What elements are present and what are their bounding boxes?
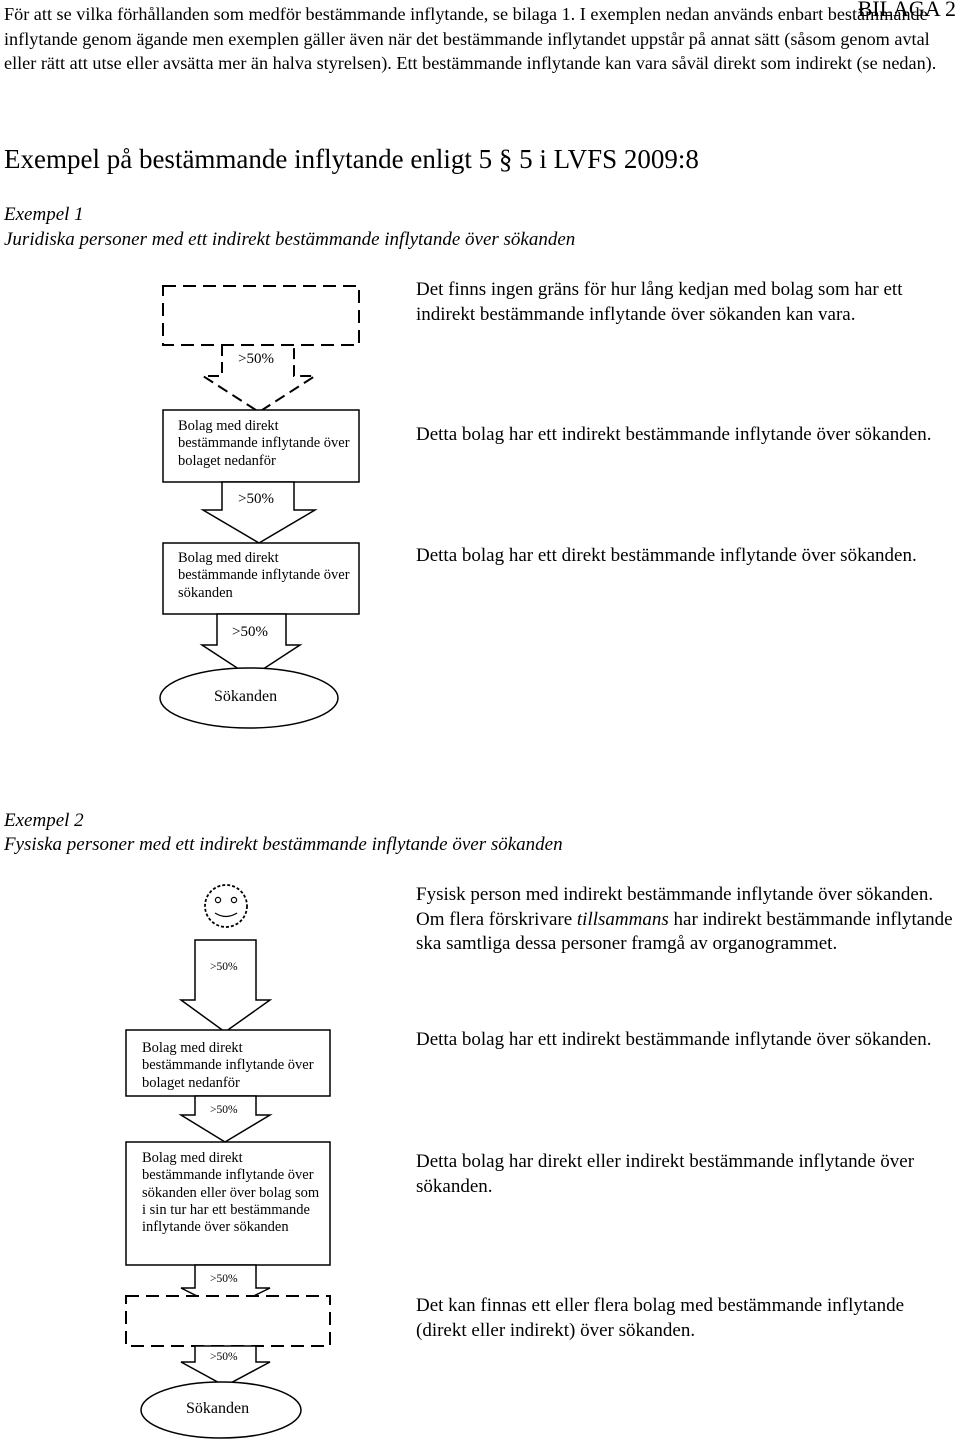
- ex2-box1-text: Bolag med direkt bestämmande inflytande …: [142, 1040, 314, 1091]
- arrow-3-ex2: [180, 1345, 271, 1387]
- person-smiley-icon: [204, 884, 248, 928]
- company-box-indirect-ex2: [125, 1029, 331, 1097]
- example-2-label: Exempel 2: [4, 810, 84, 831]
- appendix-label: BILAGA 2: [857, 0, 956, 21]
- ex2-person-desc-part2: har indirekt bestämmande inflytande ska …: [416, 908, 953, 955]
- dashed-arrow-ex1: [199, 345, 319, 414]
- ex1-pct-label: >50%: [232, 624, 268, 640]
- company-box-indirect-ex1: [162, 409, 360, 483]
- applicant-oval-ex2: [140, 1381, 302, 1439]
- example-1-label: Exempel 1: [4, 204, 84, 225]
- arrow-person-ex2: [178, 939, 273, 1033]
- example-1-chain-note: Det finns ingen gräns för hur lång kedja…: [416, 279, 903, 325]
- dashed-box-ex1: [162, 285, 360, 346]
- arrow-1-ex2: [178, 1095, 273, 1143]
- arrow-1-ex1: [200, 481, 318, 544]
- example-1-subtitle: Juridiska personer med ett indirekt best…: [4, 229, 576, 250]
- intro-paragraph: För att se vilka förhållanden som medför…: [4, 4, 937, 73]
- ex2-box2-text: Bolag med direkt bestämmande inflytande …: [142, 1150, 320, 1236]
- ex2-box1-desc: Detta bolag har ett indirekt bestämmande…: [416, 1029, 932, 1050]
- ex2-pct-label: >50%: [210, 1351, 238, 1363]
- ex2-person-desc-emphasis: tillsammans: [576, 908, 669, 930]
- arrow-2-ex1: [199, 613, 303, 678]
- example-2-subtitle: Fysiska personer med ett indirekt bestäm…: [4, 834, 563, 855]
- ex2-person-desc-part1: Fysisk person med indirekt bestämmande i…: [416, 884, 934, 930]
- ex2-pct-label: >50%: [210, 961, 238, 973]
- dashed-box-ex2: [125, 1295, 331, 1347]
- section-heading: Exempel på bestämmande inflytande enligt…: [4, 144, 699, 174]
- company-box-direct-ex2: [125, 1141, 331, 1266]
- ex1-box2-desc: Detta bolag har ett direkt bestämmande i…: [416, 545, 917, 566]
- ex2-applicant-label: Sökanden: [186, 1400, 250, 1417]
- ex1-pct-label: >50%: [238, 491, 274, 507]
- ex1-applicant-label: Sökanden: [214, 688, 278, 705]
- ex1-box1-text: Bolag med direkt bestämmande inflytande …: [178, 418, 350, 469]
- ex2-box2-desc: Detta bolag har direkt eller indirekt be…: [416, 1151, 915, 1197]
- ex2-pct-label: >50%: [210, 1104, 238, 1116]
- ex1-box2-text: Bolag med direkt bestämmande inflytande …: [178, 550, 350, 601]
- ex2-person-desc: Fysisk person med indirekt bestämmande i…: [416, 883, 956, 957]
- ex2-dashed-desc: Det kan finnas ett eller flera bolag med…: [416, 1295, 905, 1341]
- applicant-oval-ex1: [159, 667, 339, 729]
- ex1-pct-label: >50%: [238, 351, 274, 367]
- ex1-box1-desc: Detta bolag har ett indirekt bestämmande…: [416, 424, 932, 445]
- ex2-pct-label: >50%: [210, 1273, 238, 1285]
